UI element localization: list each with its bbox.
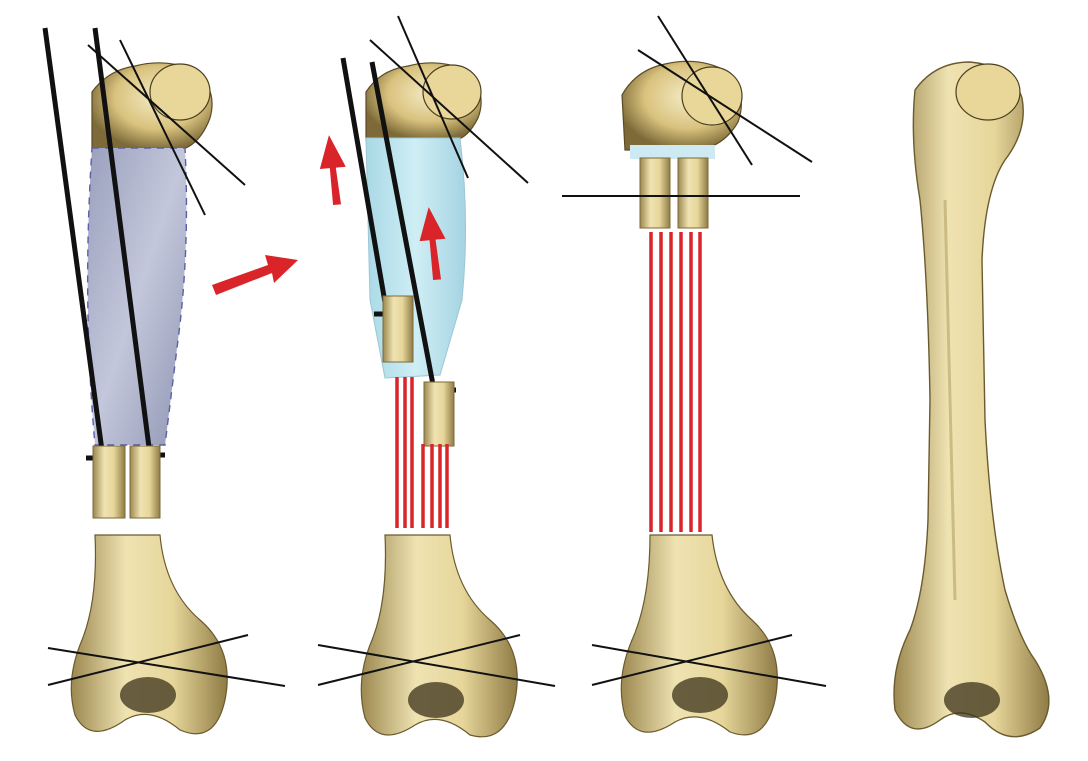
- bone-fragment: [383, 296, 413, 362]
- panel-stage-1: [45, 28, 285, 734]
- transition-arrow: [212, 255, 298, 295]
- humeral-head: [956, 64, 1020, 120]
- bone-fragment: [678, 158, 708, 228]
- bone-graft: [366, 138, 466, 378]
- bone-fragment: [130, 446, 160, 518]
- rod-bundle-long: [651, 232, 700, 532]
- bone-fragment: [640, 158, 670, 228]
- bone-graft: [88, 148, 187, 445]
- panel-stage-4: [894, 62, 1049, 737]
- healed-humerus: [894, 62, 1049, 737]
- panel-stage-3: [562, 16, 826, 735]
- bone-fragment: [424, 382, 454, 446]
- bone-fragment: [93, 446, 125, 518]
- panel-stage-2: [317, 16, 555, 737]
- growth-arrow: [317, 134, 349, 206]
